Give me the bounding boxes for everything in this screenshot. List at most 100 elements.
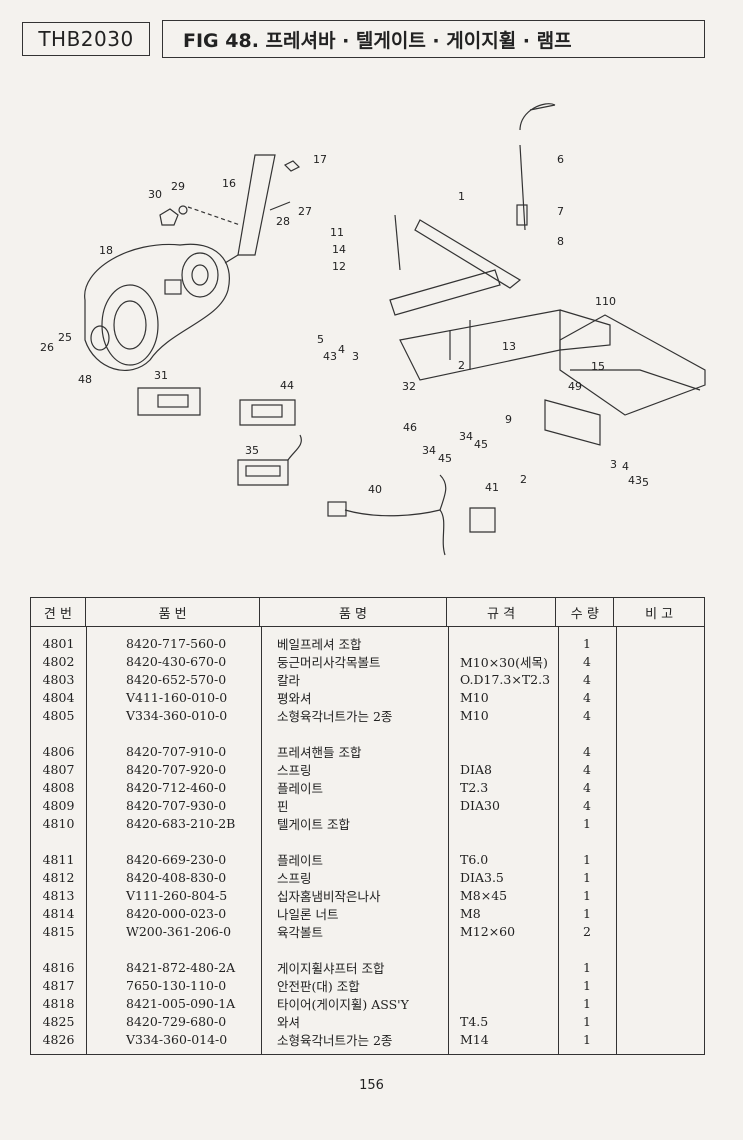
cell-qty: 4 bbox=[583, 743, 591, 759]
cell-part: 8420-683-210-2B bbox=[126, 815, 236, 831]
cell-no: 4816 bbox=[42, 959, 75, 975]
callout-3: 3 bbox=[352, 350, 359, 363]
cell-part: W200-361-206-0 bbox=[126, 923, 232, 939]
cell-spec: M10×30(세목) bbox=[460, 654, 548, 670]
cell-part: 8421-005-090-1A bbox=[126, 995, 236, 1011]
cell-name: 프레셔핸들 조합 bbox=[277, 744, 362, 760]
cell-part: 8420-707-920-0 bbox=[126, 761, 227, 777]
cell-name: 핀 bbox=[277, 798, 289, 814]
cell-part: 8420-712-460-0 bbox=[126, 779, 227, 795]
cell-qty: 1 bbox=[583, 1013, 591, 1029]
callouts: 17 16 29 30 27 28 18 25 26 48 31 44 35 4… bbox=[40, 153, 649, 496]
cell-part: 7650-130-110-0 bbox=[126, 977, 227, 993]
cell-no: 4805 bbox=[42, 707, 75, 723]
wire-harness bbox=[327, 474, 496, 556]
callout-3: 3 bbox=[610, 458, 617, 471]
cell-no: 4811 bbox=[42, 851, 75, 867]
cell-part: V111-260-804-5 bbox=[126, 887, 228, 903]
page-number: 156 bbox=[359, 1078, 384, 1093]
cell-no: 4817 bbox=[42, 977, 75, 993]
callout-2: 2 bbox=[458, 359, 465, 372]
callout-43: 43 bbox=[628, 474, 642, 487]
cell-name: 와셔 bbox=[277, 1014, 301, 1030]
cell-name: 플레이트 bbox=[277, 852, 324, 868]
callout-17: 17 bbox=[313, 153, 327, 166]
callout-48: 48 bbox=[78, 373, 92, 386]
callout-25: 25 bbox=[58, 331, 72, 344]
cell-qty: 4 bbox=[583, 671, 591, 687]
cell-part: 8420-717-560-0 bbox=[126, 635, 227, 651]
cell-spec: T6.0 bbox=[460, 851, 489, 867]
lamp-brackets bbox=[137, 387, 302, 486]
cell-name: 안전판(대) 조합 bbox=[277, 978, 360, 994]
callout-110: 110 bbox=[595, 295, 616, 308]
cell-spec: M10 bbox=[460, 707, 489, 723]
callout-4: 4 bbox=[622, 460, 629, 473]
cell-name: 스프링 bbox=[277, 762, 312, 778]
cell-spec: M8×45 bbox=[460, 887, 508, 903]
cell-qty: 1 bbox=[583, 977, 591, 993]
callout-41: 41 bbox=[485, 481, 499, 494]
cell-no: 4801 bbox=[42, 635, 75, 651]
cell-part: 8420-430-670-0 bbox=[126, 653, 227, 669]
cell-no: 4808 bbox=[42, 779, 75, 795]
cell-name: 십자홈냄비작은나사 bbox=[277, 888, 381, 904]
callout-44: 44 bbox=[280, 379, 294, 392]
cell-spec: M8 bbox=[460, 905, 481, 921]
header-spec: 규 격 bbox=[447, 598, 557, 626]
exploded-parts-diagram: 17 16 29 30 27 28 18 25 26 48 31 44 35 4… bbox=[40, 103, 706, 556]
cell-name: 평와셔 bbox=[277, 690, 312, 706]
cell-name: 둥근머리사각목볼트 bbox=[277, 654, 381, 670]
cell-name: 게이지휠샤프터 조합 bbox=[277, 960, 385, 976]
cell-spec: M10 bbox=[460, 689, 489, 705]
cell-spec: DIA3.5 bbox=[460, 869, 504, 885]
figure-title: FIG 48. 프레셔바 · 텔게이트 · 게이지휠 · 램프 bbox=[162, 20, 705, 58]
cell-no: 4814 bbox=[42, 905, 75, 921]
callout-12: 12 bbox=[332, 260, 346, 273]
cell-part: 8420-707-910-0 bbox=[126, 743, 227, 759]
callout-13: 13 bbox=[502, 340, 516, 353]
header-item-no: 견 번 bbox=[31, 598, 86, 626]
cell-qty: 1 bbox=[583, 905, 591, 921]
cell-qty: 4 bbox=[583, 761, 591, 777]
cell-qty: 4 bbox=[583, 653, 591, 669]
callout-29: 29 bbox=[171, 180, 185, 193]
cell-spec: DIA8 bbox=[460, 761, 492, 777]
callout-46: 46 bbox=[403, 421, 417, 434]
cell-part: V411-160-010-0 bbox=[126, 689, 228, 705]
cell-part: 8420-000-023-0 bbox=[126, 905, 227, 921]
cell-spec: M14 bbox=[460, 1031, 489, 1047]
pressure-bar-frame bbox=[389, 103, 706, 446]
parts-table-header: 견 번 품 번 품 명 규 격 수 량 비 고 bbox=[31, 598, 704, 627]
callout-32: 32 bbox=[402, 380, 416, 393]
callout-8: 8 bbox=[557, 235, 564, 248]
cell-part: 8420-669-230-0 bbox=[126, 851, 227, 867]
cell-spec: O.D17.3×T2.3 bbox=[460, 671, 551, 687]
callout-6: 6 bbox=[557, 153, 564, 166]
callout-34: 34 bbox=[422, 444, 436, 457]
cell-qty: 1 bbox=[583, 887, 591, 903]
callout-7: 7 bbox=[557, 205, 564, 218]
cell-name: 플레이트 bbox=[277, 780, 324, 796]
callout-43: 43 bbox=[323, 350, 337, 363]
cell-no: 4826 bbox=[42, 1031, 75, 1047]
cell-part: V334-360-014-0 bbox=[126, 1031, 228, 1047]
cell-name: 텔게이트 조합 bbox=[277, 816, 350, 832]
callout-34: 34 bbox=[459, 430, 473, 443]
callout-35: 35 bbox=[245, 444, 259, 457]
table-row: 4813 V111-260-804-5 십자홈냄비작은나사 M8×45 1 bbox=[31, 886, 616, 904]
cell-no: 4825 bbox=[42, 1013, 75, 1029]
cell-qty: 2 bbox=[583, 923, 591, 939]
callout-11: 11 bbox=[330, 226, 344, 239]
cell-no: 4813 bbox=[42, 887, 75, 903]
